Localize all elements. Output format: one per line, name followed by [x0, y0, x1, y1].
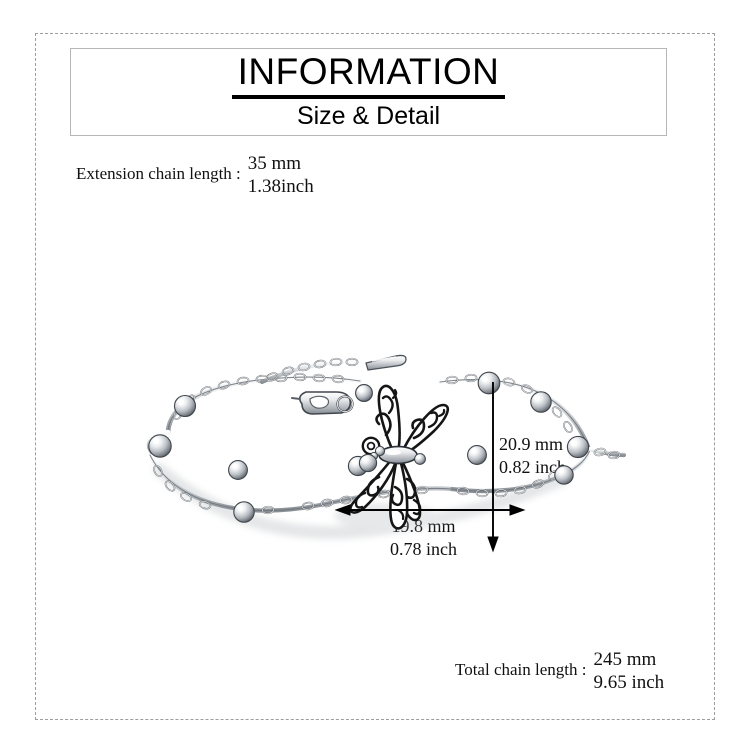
- bead: [347, 455, 369, 477]
- pendant-bead: [414, 453, 426, 465]
- spec-extension-values: 35 mm 1.38inch: [241, 152, 314, 198]
- chain-strand-lower: [147, 452, 455, 513]
- dimension-height-inch: 0.82 inch: [499, 457, 566, 477]
- dimension-height-mm: 20.9 mm: [499, 434, 564, 454]
- bead: [233, 501, 255, 523]
- dragonfly-wing-lower-left: [349, 458, 397, 514]
- bead: [566, 435, 590, 459]
- dragonfly-wing-upper-left: [375, 384, 401, 453]
- spec-total-chain-length: Total chain length : 245 mm 9.65 inch: [455, 648, 664, 694]
- spec-extension-value-mm: 35 mm: [247, 153, 302, 174]
- dimension-width-mm: 19.8 mm: [391, 516, 456, 536]
- page-title-wrap: INFORMATION: [71, 51, 666, 99]
- spec-total-value-inch: 9.65 inch: [593, 672, 665, 693]
- dragonfly-head: [361, 436, 386, 461]
- spec-total-values: 245 mm 9.65 inch: [586, 648, 664, 694]
- bead: [173, 394, 197, 418]
- bead: [530, 391, 552, 413]
- pendant-side-beads: [358, 453, 378, 473]
- spec-extension-value-inch: 1.38inch: [247, 176, 314, 197]
- bead: [355, 384, 373, 402]
- dragonfly-pendant: [349, 384, 450, 530]
- dragonfly-wing-upper-right: [401, 403, 450, 457]
- bead: [477, 371, 501, 395]
- dimension-arrow-height: [487, 382, 499, 553]
- information-header-box: INFORMATION Size & Detail: [70, 48, 667, 136]
- dimension-height-label: 20.9 mm 0.82 inch: [499, 433, 566, 479]
- spec-total-label: Total chain length :: [455, 660, 587, 679]
- dashed-border-frame: [35, 33, 715, 720]
- chain-links-left: [151, 372, 429, 516]
- spec-extension-label: Extension chain length :: [76, 164, 241, 183]
- extension-end-tag: [365, 354, 407, 371]
- chain-strand-upper-left: [146, 374, 363, 455]
- spec-extension-chain-length: Extension chain length : 35 mm 1.38inch: [76, 152, 314, 198]
- bead: [228, 460, 248, 480]
- page-title: INFORMATION: [231, 51, 506, 99]
- dragonfly-body: [378, 445, 418, 465]
- lobster-clasp: [291, 391, 354, 415]
- dimension-width-inch: 0.78 inch: [390, 539, 457, 559]
- dragonfly-wing-lower-right: [396, 459, 422, 522]
- bead: [467, 445, 487, 465]
- bracelet-reflection: [153, 463, 567, 539]
- spec-total-value-mm: 245 mm: [593, 649, 657, 670]
- bead: [148, 434, 172, 458]
- extension-chain: [260, 354, 407, 384]
- page-subtitle: Size & Detail: [296, 102, 441, 130]
- dimension-width-label: 19.8 mm 0.78 inch: [390, 515, 457, 561]
- dimension-arrow-width: [334, 504, 526, 516]
